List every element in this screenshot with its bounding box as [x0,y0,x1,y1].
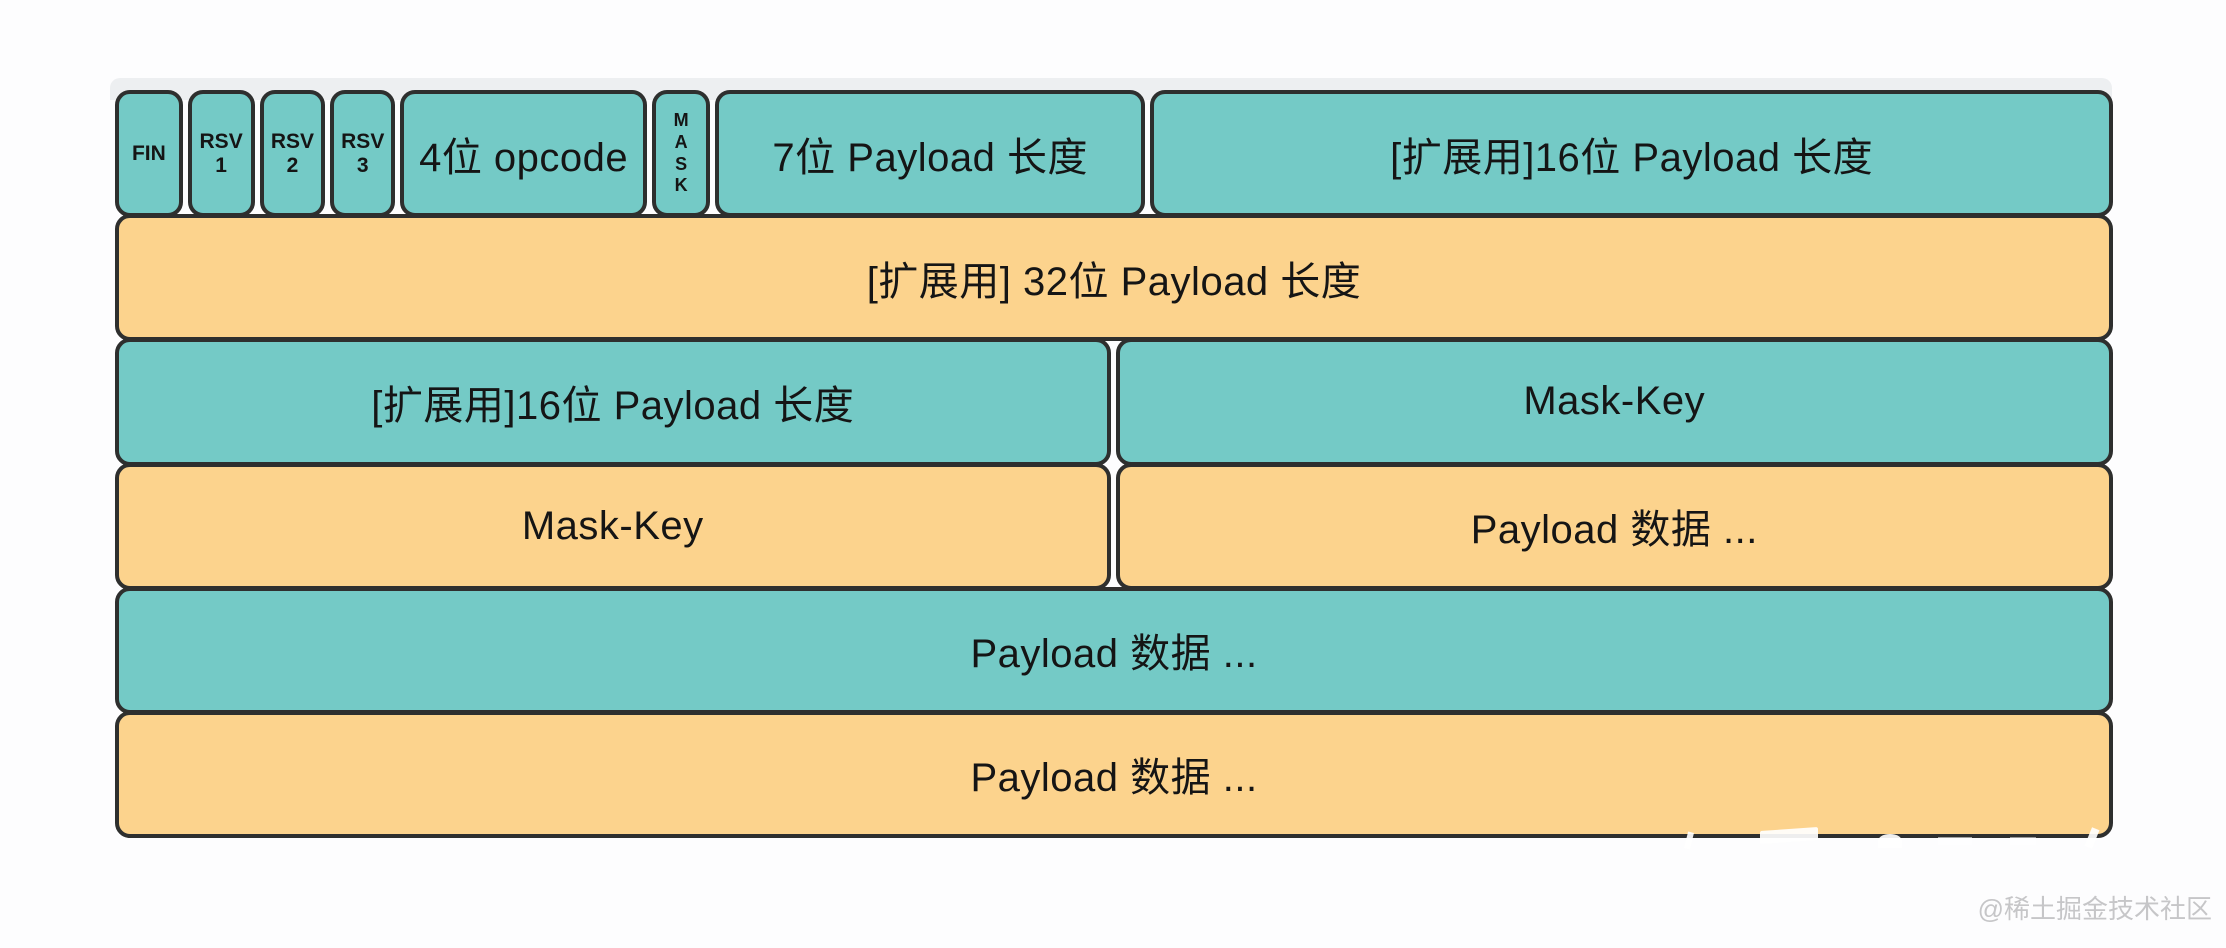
field-label: [扩展用]16位 Payload 长度 [371,383,855,428]
field-payload-len-32bit-ext: [扩展用] 32位 Payload 长度 [115,214,2113,342]
field-label: RSV 1 [199,130,243,177]
frame-row-3: [扩展用]16位 Payload 长度 Mask-Key [115,338,2113,466]
field-rsv1: RSV 1 [187,90,255,218]
field-payload-data-2: Payload 数据 ... [115,586,2113,714]
field-payload-len-16bit-ext: [扩展用]16位 Payload 长度 [1150,90,2113,218]
field-label: Payload 数据 ... [970,632,1258,677]
frame-row-6: Payload 数据 ... [115,710,2113,839]
field-payload-len-16bit-ext-2: [扩展用]16位 Payload 长度 [115,338,1111,466]
site-watermark: @稀土掘金技术社区 [1977,894,2212,924]
field-label: RSV 3 [341,130,385,177]
field-label: [扩展用] 32位 Payload 长度 [866,259,1362,304]
field-label: Mask-Key [1523,379,1706,424]
frame-row-4: Mask-Key Payload 数据 ... [115,462,2113,590]
field-mask-key-1: Mask-Key [1115,338,2113,466]
field-label: RSV 2 [270,130,314,177]
field-payload-data-1: Payload 数据 ... [1115,462,2113,590]
field-rsv3: RSV 3 [330,90,396,218]
field-label: [扩展用]16位 Payload 长度 [1390,135,1874,180]
watermark-fragment [1760,826,1818,845]
field-opcode-4bit: 4位 opcode [400,90,648,218]
frame-row-1: FIN RSV 1 RSV 2 RSV 3 4位 opcode M A S K 7位 Pay… [115,90,2113,218]
field-label: 4位 opcode [419,135,629,180]
watermark-fragment [1878,834,1902,848]
field-mask-key-2: Mask-Key [115,462,1111,590]
field-rsv2: RSV 2 [259,90,326,218]
field-label: Payload 数据 ... [970,756,1258,801]
field-label: FIN [131,141,166,165]
field-payload-data-3: Payload 数据 ... [115,710,2113,839]
field-mask: M A S K [652,90,711,218]
diagram-rows: FIN RSV 1 RSV 2 RSV 3 4位 opcode M A S K 7位 Pay… [115,90,2113,839]
field-label: M A S K [673,110,689,196]
field-label: Payload 数据 ... [1470,508,1758,553]
watermark-fragment [1938,837,1972,845]
field-payload-len-7bit: 7位 Payload 长度 [715,90,1146,218]
watermark-fragment [2010,837,2036,845]
field-label: 7位 Payload 长度 [772,135,1088,180]
field-fin: FIN [115,90,183,218]
frame-row-2: [扩展用] 32位 Payload 长度 [115,214,2113,342]
frame-row-5: Payload 数据 ... [115,586,2113,714]
websocket-frame-diagram: FIN RSV 1 RSV 2 RSV 3 4位 opcode M A S K 7位 Pay… [115,90,2113,839]
field-label: Mask-Key [521,503,704,548]
